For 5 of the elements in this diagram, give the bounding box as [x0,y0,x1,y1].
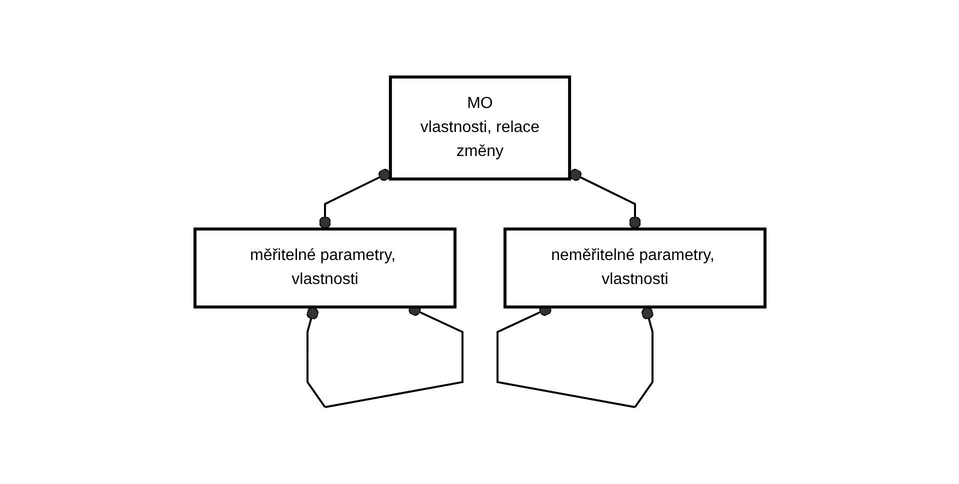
connector [318,168,390,229]
node-box: neměřitelné parametry, vlastnosti [503,227,766,308]
connector [568,168,641,229]
node-box: měřitelné parametry, vlastnosti [193,227,456,308]
node-box: MO vlastnosti, relace změny [388,75,571,180]
